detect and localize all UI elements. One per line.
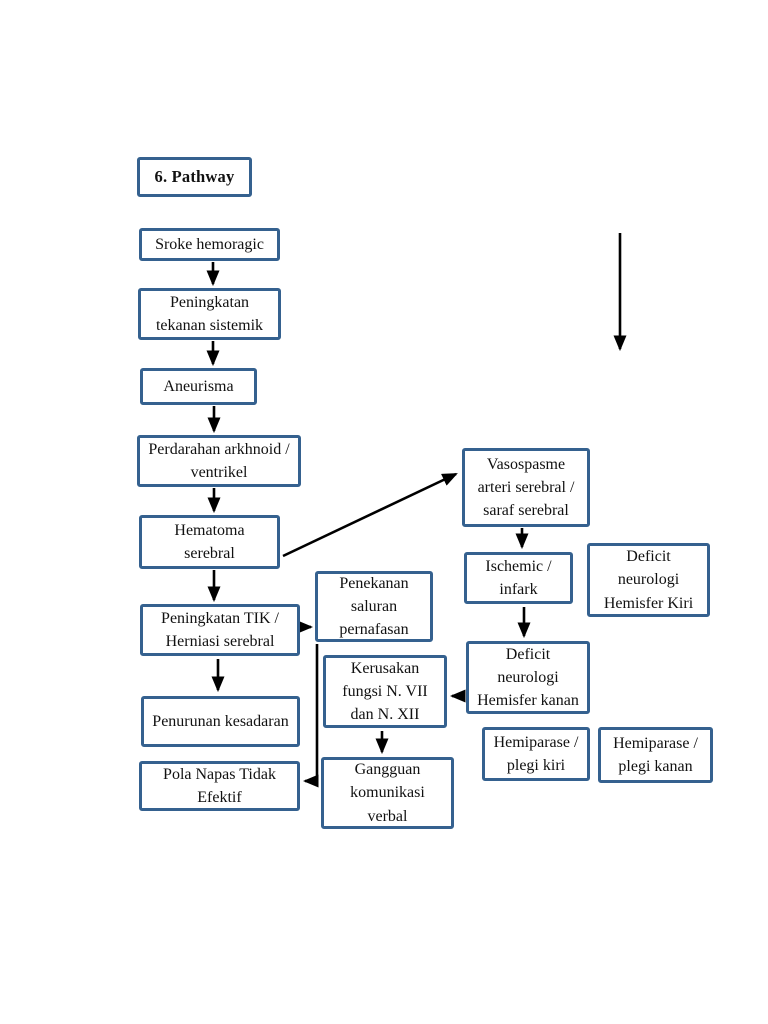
arrow-penekanan-to-pola-napas xyxy=(302,644,319,788)
arrow-hematoma-to-vasospasme xyxy=(282,472,458,558)
flow-box-penekanan-saluran: Penekanan saluran pernafasan xyxy=(315,571,433,642)
flow-box-peningkatan-sistemik: Peningkatan tekanan sistemik xyxy=(138,288,281,340)
flow-box-pathway-title: 6. Pathway xyxy=(137,157,252,197)
flow-box-deficit-hemisfer-kanan: Deficit neurologi Hemisfer kanan xyxy=(466,641,590,714)
flow-box-hemiparase-kiri: Hemiparase / plegi kiri xyxy=(482,727,590,781)
flow-box-vasospasme: Vasospasme arteri serebral / saraf sereb… xyxy=(462,448,590,527)
flow-box-peningkatan-tik: Peningkatan TIK / Herniasi serebral xyxy=(140,604,300,656)
flow-box-sroke-hemoragic: Sroke hemoragic xyxy=(139,228,280,261)
flow-box-deficit-hemisfer-kiri: Deficit neurologi Hemisfer Kiri xyxy=(587,543,710,617)
flow-box-pola-napas: Pola Napas Tidak Efektif xyxy=(139,761,300,811)
flow-box-hemiparase-kanan: Hemiparase / plegi kanan xyxy=(598,727,713,783)
flow-box-gangguan-komunikasi: Gangguan komunikasi verbal xyxy=(321,757,454,829)
flow-box-kerusakan-fungsi: Kerusakan fungsi N. VII dan N. XII xyxy=(323,655,447,728)
flow-box-penurunan-kesadaran: Penurunan kesadaran xyxy=(141,696,300,747)
flow-box-perdarahan-arkhnoid: Perdarahan arkhnoid / ventrikel xyxy=(137,435,301,487)
flow-box-aneurisma: Aneurisma xyxy=(140,368,257,405)
flow-box-ischemic-infark: Ischemic / infark xyxy=(464,552,573,604)
flow-box-hematoma-serebral: Hematoma serebral xyxy=(139,515,280,569)
